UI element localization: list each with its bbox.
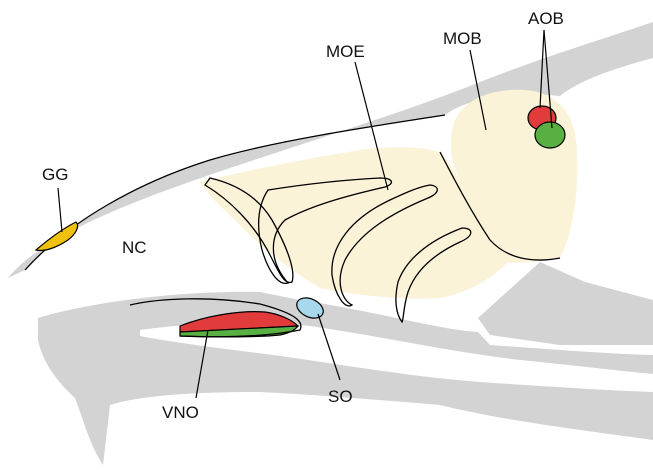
label-moe: MOE (326, 42, 365, 61)
label-nc: NC (122, 238, 147, 257)
label-aob: AOB (528, 9, 564, 28)
gg-leader (58, 188, 62, 232)
skull-base-tissue (478, 262, 653, 345)
label-gg: GG (42, 165, 68, 184)
label-so: SO (328, 387, 353, 406)
label-vno: VNO (162, 403, 199, 422)
aob-posterior (535, 122, 565, 148)
label-mob: MOB (443, 29, 482, 48)
gruneberg-ganglion (36, 222, 78, 251)
